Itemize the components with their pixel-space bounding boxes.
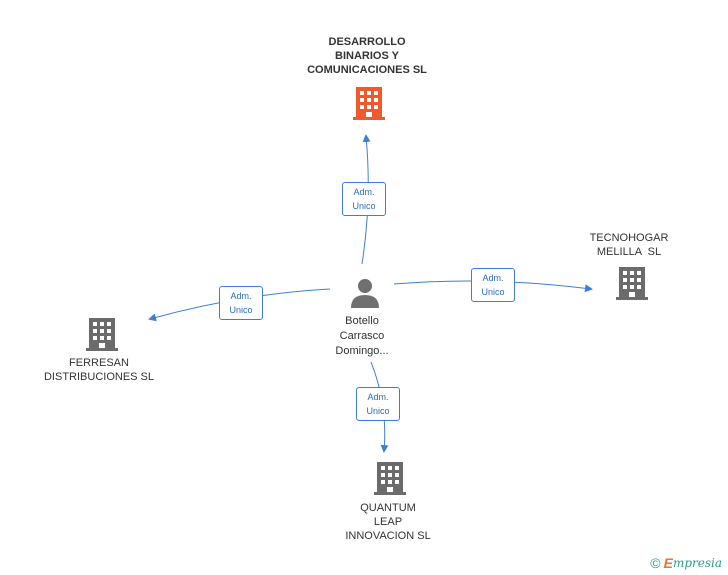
building-icon-quantum[interactable] — [374, 461, 406, 495]
building-icon-desarrollo[interactable] — [353, 86, 385, 120]
company-label-desarrollo[interactable]: DESARROLLO BINARIOS Y COMUNICACIONES SL — [307, 36, 427, 76]
brand-initial: E — [663, 555, 673, 571]
copyright-icon: © — [650, 555, 661, 571]
company-label-quantum[interactable]: QUANTUM LEAP INNOVACION SL — [345, 502, 431, 542]
company-label-ferresan[interactable]: FERRESAN DISTRIBUCIONES SL — [43, 357, 155, 383]
relation-box-quantum: Adm. Unico — [356, 387, 400, 421]
building-icon-ferresan[interactable] — [86, 317, 118, 351]
company-label-tecnohogar[interactable]: TECNOHOGAR MELILLA SL — [589, 232, 669, 258]
brand-name: mpresia — [672, 556, 722, 570]
relation-box-ferresan: Adm. Unico — [219, 286, 263, 320]
person-label[interactable]: Botello Carrasco Domingo... — [335, 315, 389, 357]
relation-box-tecnohogar: Adm. Unico — [471, 268, 515, 302]
person-icon[interactable] — [349, 277, 381, 309]
relation-box-desarrollo: Adm. Unico — [342, 182, 386, 216]
building-icon-tecnohogar[interactable] — [616, 266, 648, 300]
